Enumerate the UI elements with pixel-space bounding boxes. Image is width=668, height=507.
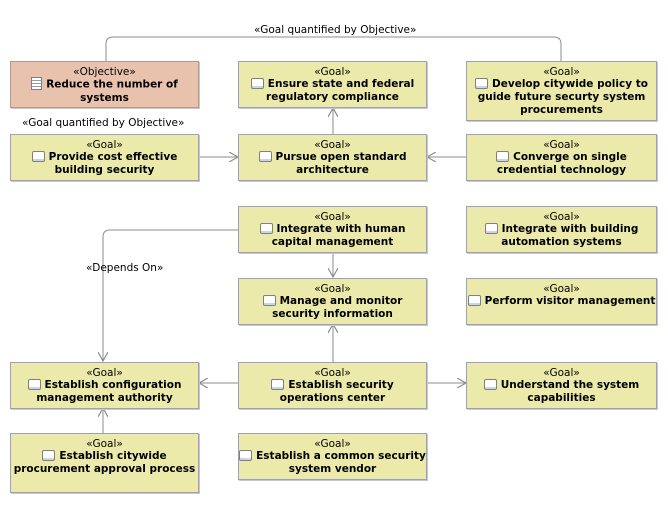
- goal-understand[interactable]: «Goal» Understand the system capabilitie…: [466, 362, 657, 409]
- stereotype-label: «Goal»: [86, 438, 123, 450]
- goal-icon: [262, 294, 276, 306]
- goal-visitor[interactable]: «Goal» Perform visitor management: [466, 278, 657, 325]
- stereotype-label: «Goal»: [543, 211, 580, 223]
- goal-icon: [31, 150, 45, 162]
- goal-icon: [250, 77, 264, 89]
- node-name: Establish citywide procurement approval …: [13, 450, 196, 475]
- goal-icon: [27, 378, 41, 390]
- goal-icon: [271, 378, 285, 390]
- goal-security-ops[interactable]: «Goal» Establish security operations cen…: [238, 362, 427, 409]
- stereotype-label: «Goal»: [543, 66, 580, 78]
- stereotype-label: «Goal»: [543, 139, 580, 151]
- stereotype-label: «Goal»: [314, 367, 351, 379]
- stereotype-label: «Goal»: [314, 66, 351, 78]
- goal-icon: [259, 222, 273, 234]
- goal-icon: [239, 449, 253, 461]
- connector-depends-on: [103, 229, 238, 361]
- goal-icon: [475, 77, 489, 89]
- edge-label-quantified-top: «Goal quantified by Objective»: [252, 24, 419, 36]
- node-name: Pursue open standard architecture: [275, 151, 407, 176]
- stereotype-label: «Goal»: [314, 283, 351, 295]
- goal-vendor[interactable]: «Goal» Establish a common security syste…: [238, 433, 427, 480]
- goal-icon: [483, 378, 497, 390]
- node-name: Converge on single credential technology: [496, 151, 627, 176]
- goal-icon: [258, 150, 272, 162]
- connector-quantified-top: [105, 36, 562, 61]
- goal-icon: [467, 294, 481, 306]
- node-name: Establish a common security system vendo…: [256, 450, 426, 475]
- goal-converge[interactable]: «Goal» Converge on single credential tec…: [466, 134, 657, 181]
- objective-reduce-systems[interactable]: «Objective» Reduce the number of systems: [10, 61, 199, 108]
- goal-procurement[interactable]: «Goal» Establish citywide procurement ap…: [10, 433, 199, 493]
- node-name: Integrate with human capital management: [271, 223, 406, 248]
- stereotype-label: «Goal»: [543, 367, 580, 379]
- node-name: Reduce the number of systems: [46, 78, 178, 104]
- goal-provide-cost[interactable]: «Goal» Provide cost effective building s…: [10, 134, 199, 181]
- stereotype-label: «Goal»: [543, 283, 580, 295]
- goal-integrate-human[interactable]: «Goal» Integrate with human capital mana…: [238, 206, 427, 253]
- goal-manage-monitor[interactable]: «Goal» Manage and monitor security infor…: [238, 278, 427, 325]
- document-icon: [31, 77, 43, 90]
- goal-develop-policy[interactable]: «Goal» Develop citywide policy to guide …: [466, 61, 657, 121]
- node-name: Integrate with building automation syste…: [501, 223, 639, 248]
- node-name: Ensure state and federal regulatory comp…: [266, 78, 415, 103]
- goal-config-mgmt[interactable]: «Goal» Establish configuration managemen…: [10, 362, 199, 409]
- node-name: Provide cost effective building security: [48, 151, 178, 176]
- goal-pursue-open[interactable]: «Goal» Pursue open standard architecture: [238, 134, 427, 181]
- stereotype-label: «Goal»: [314, 438, 351, 450]
- goal-icon: [496, 150, 510, 162]
- stereotype-label: «Goal»: [86, 139, 123, 151]
- goal-integrate-building[interactable]: «Goal» Integrate with building automatio…: [466, 206, 657, 253]
- node-name: Perform visitor management: [484, 295, 656, 307]
- node-name: Develop citywide policy to guide future …: [477, 78, 648, 116]
- stereotype-label: «Objective»: [73, 66, 136, 78]
- node-name: Understand the system capabilities: [500, 379, 640, 404]
- edge-label-depends-on: «Depends On»: [86, 262, 164, 274]
- node-name: Manage and monitor security information: [272, 295, 403, 320]
- goal-icon: [42, 449, 56, 461]
- node-name: Establish security operations center: [279, 379, 394, 404]
- edge-label-quantified-left: «Goal quantified by Objective»: [22, 117, 185, 129]
- stereotype-label: «Goal»: [86, 367, 123, 379]
- goal-icon: [484, 222, 498, 234]
- stereotype-label: «Goal»: [314, 139, 351, 151]
- node-name: Establish configuration management autho…: [36, 379, 182, 404]
- goal-ensure-compliance[interactable]: «Goal» Ensure state and federal regulato…: [238, 61, 427, 108]
- stereotype-label: «Goal»: [314, 211, 351, 223]
